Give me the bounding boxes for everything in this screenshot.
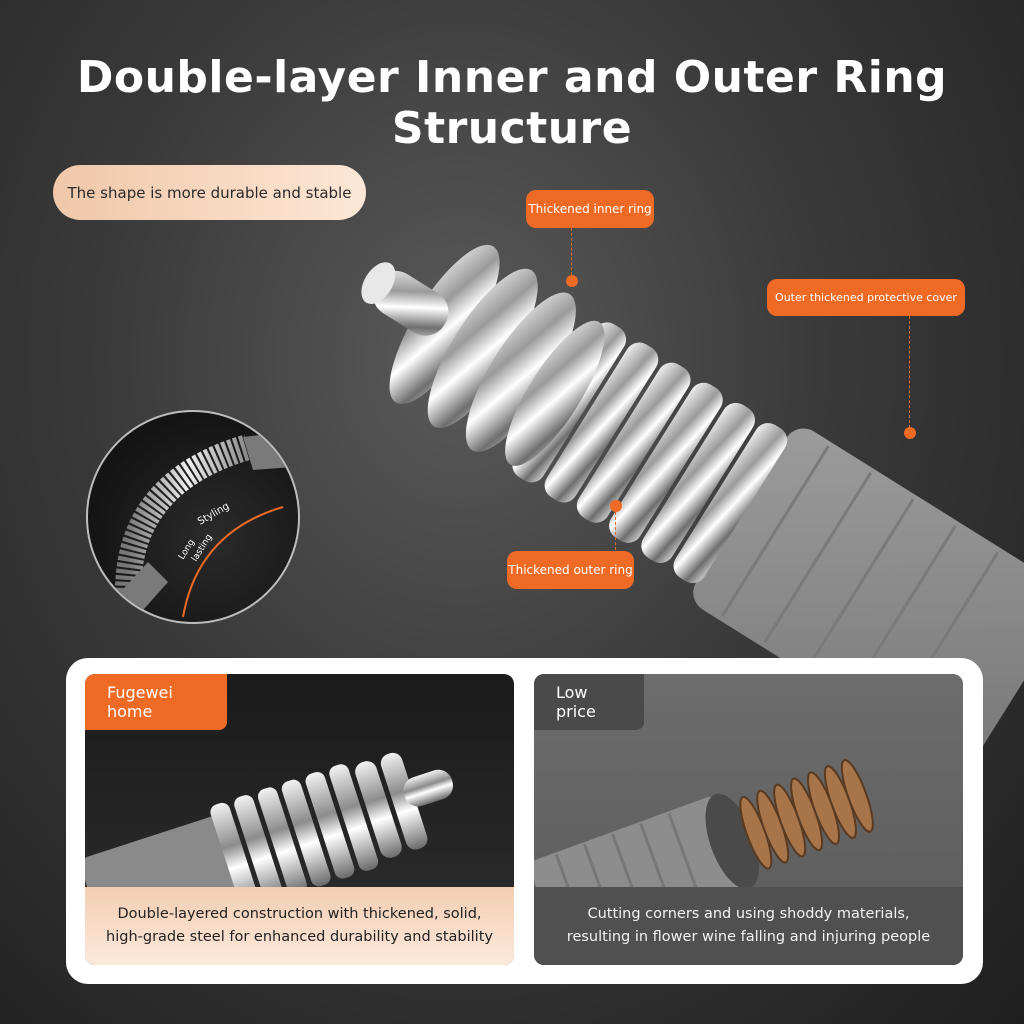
comparison-card-cheap: Low price Cutting corners and using shod… xyxy=(534,674,963,965)
caption-quality-line2: high-grade steel for enhanced durability… xyxy=(106,929,493,945)
callout-inner-ring: Thickened inner ring xyxy=(526,190,654,228)
quality-spring-image xyxy=(85,752,454,887)
callout-inner-ring-leader xyxy=(571,228,572,280)
callout-outer-ring-leader xyxy=(615,512,616,550)
styling-inset: Long lasting Styling xyxy=(86,410,300,624)
callout-outer-cover-leader xyxy=(909,316,910,428)
caption-quality: Double-layered construction with thicken… xyxy=(85,887,514,965)
callout-inner-ring-dot xyxy=(566,275,578,287)
callout-outer-ring-dot xyxy=(610,500,622,512)
callout-outer-ring: Thickened outer ring xyxy=(507,551,634,589)
cheap-spring-image xyxy=(534,759,874,887)
caption-cheap-line1: Cutting corners and using shoddy materia… xyxy=(587,906,910,922)
inset-label-styling: Styling xyxy=(196,501,231,528)
caption-cheap: Cutting corners and using shoddy materia… xyxy=(534,887,963,965)
page-title: Double-layer Inner and Outer Ring Struct… xyxy=(76,52,948,154)
callout-outer-cover: Outer thickened protective cover xyxy=(767,279,965,316)
comparison-card-quality: Fugewei home Double-layered construction… xyxy=(85,674,514,965)
tag-low-price: Low price xyxy=(534,674,644,730)
caption-cheap-line2: resulting in flower wine falling and inj… xyxy=(566,929,931,945)
feature-pill: The shape is more durable and stable xyxy=(53,165,366,220)
tag-brand: Fugewei home xyxy=(85,674,227,730)
callout-outer-cover-dot xyxy=(904,427,916,439)
gooseneck-icon: Long lasting Styling xyxy=(102,432,293,622)
caption-quality-line1: Double-layered construction with thicken… xyxy=(117,906,482,922)
